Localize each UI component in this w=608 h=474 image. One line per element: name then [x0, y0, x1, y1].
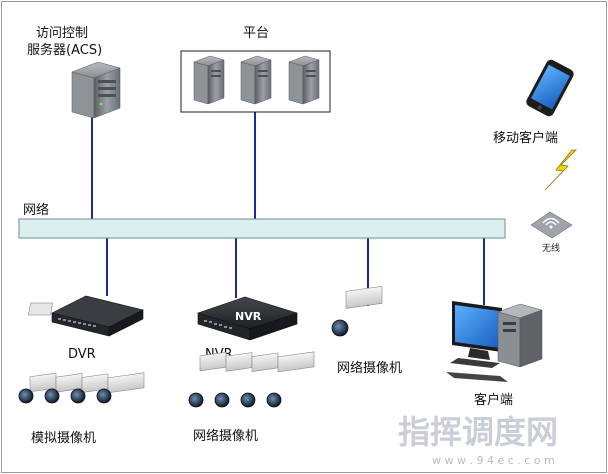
connection-lines [91, 112, 485, 306]
network-camera-single-label: 网络摄像机 [337, 360, 402, 376]
network-camera-icon [266, 351, 315, 408]
acs-label-line1: 访问控制 [36, 26, 88, 41]
network-label: 网络 [23, 202, 49, 218]
analog-camera-icon [18, 372, 57, 404]
platform-server-icon-2 [240, 55, 272, 105]
watermark-text: 指挥调度网 [398, 413, 558, 451]
lightning-icon [544, 149, 577, 191]
nvr-screen-text: NVR [235, 310, 262, 323]
analog-camera-icon [96, 372, 145, 404]
network-camera-single-icon [331, 285, 383, 337]
analog-cameras-label: 模拟摄像机 [31, 431, 96, 446]
client-computer-icon [446, 301, 543, 382]
network-camera-icon [214, 352, 253, 408]
network-cameras-group [188, 351, 315, 408]
watermark-url: w w w . 9 4 e c . c o m [432, 454, 555, 467]
network-cameras-group-label: 网络摄像机 [193, 428, 258, 444]
wireless-label: 无线 [542, 242, 560, 254]
analog-camera-icon [44, 373, 83, 404]
platform-label: 平台 [243, 26, 269, 41]
mobile-phone-icon [526, 59, 574, 117]
network-camera-icon [240, 352, 279, 408]
nvr-device-icon: NVR [197, 296, 298, 341]
mobile-client-label: 移动客户端 [493, 130, 558, 146]
wireless-icon [530, 211, 573, 239]
platform-server-icon-1 [193, 55, 225, 105]
dvr-label: DVR [68, 347, 96, 362]
network-bar [18, 218, 506, 239]
watermark: 指挥调度网 w w w . 9 4 e c . c o m [398, 413, 558, 467]
acs-server-icon [71, 61, 121, 119]
dvr-device-icon [28, 295, 144, 337]
client-label: 客户端 [474, 392, 513, 408]
analog-cameras-group [18, 372, 145, 404]
platform-server-icon-3 [288, 55, 320, 105]
acs-label-line2: 服务器(ACS) [27, 42, 102, 58]
network-camera-icon [188, 351, 227, 408]
analog-camera-icon [70, 373, 109, 404]
